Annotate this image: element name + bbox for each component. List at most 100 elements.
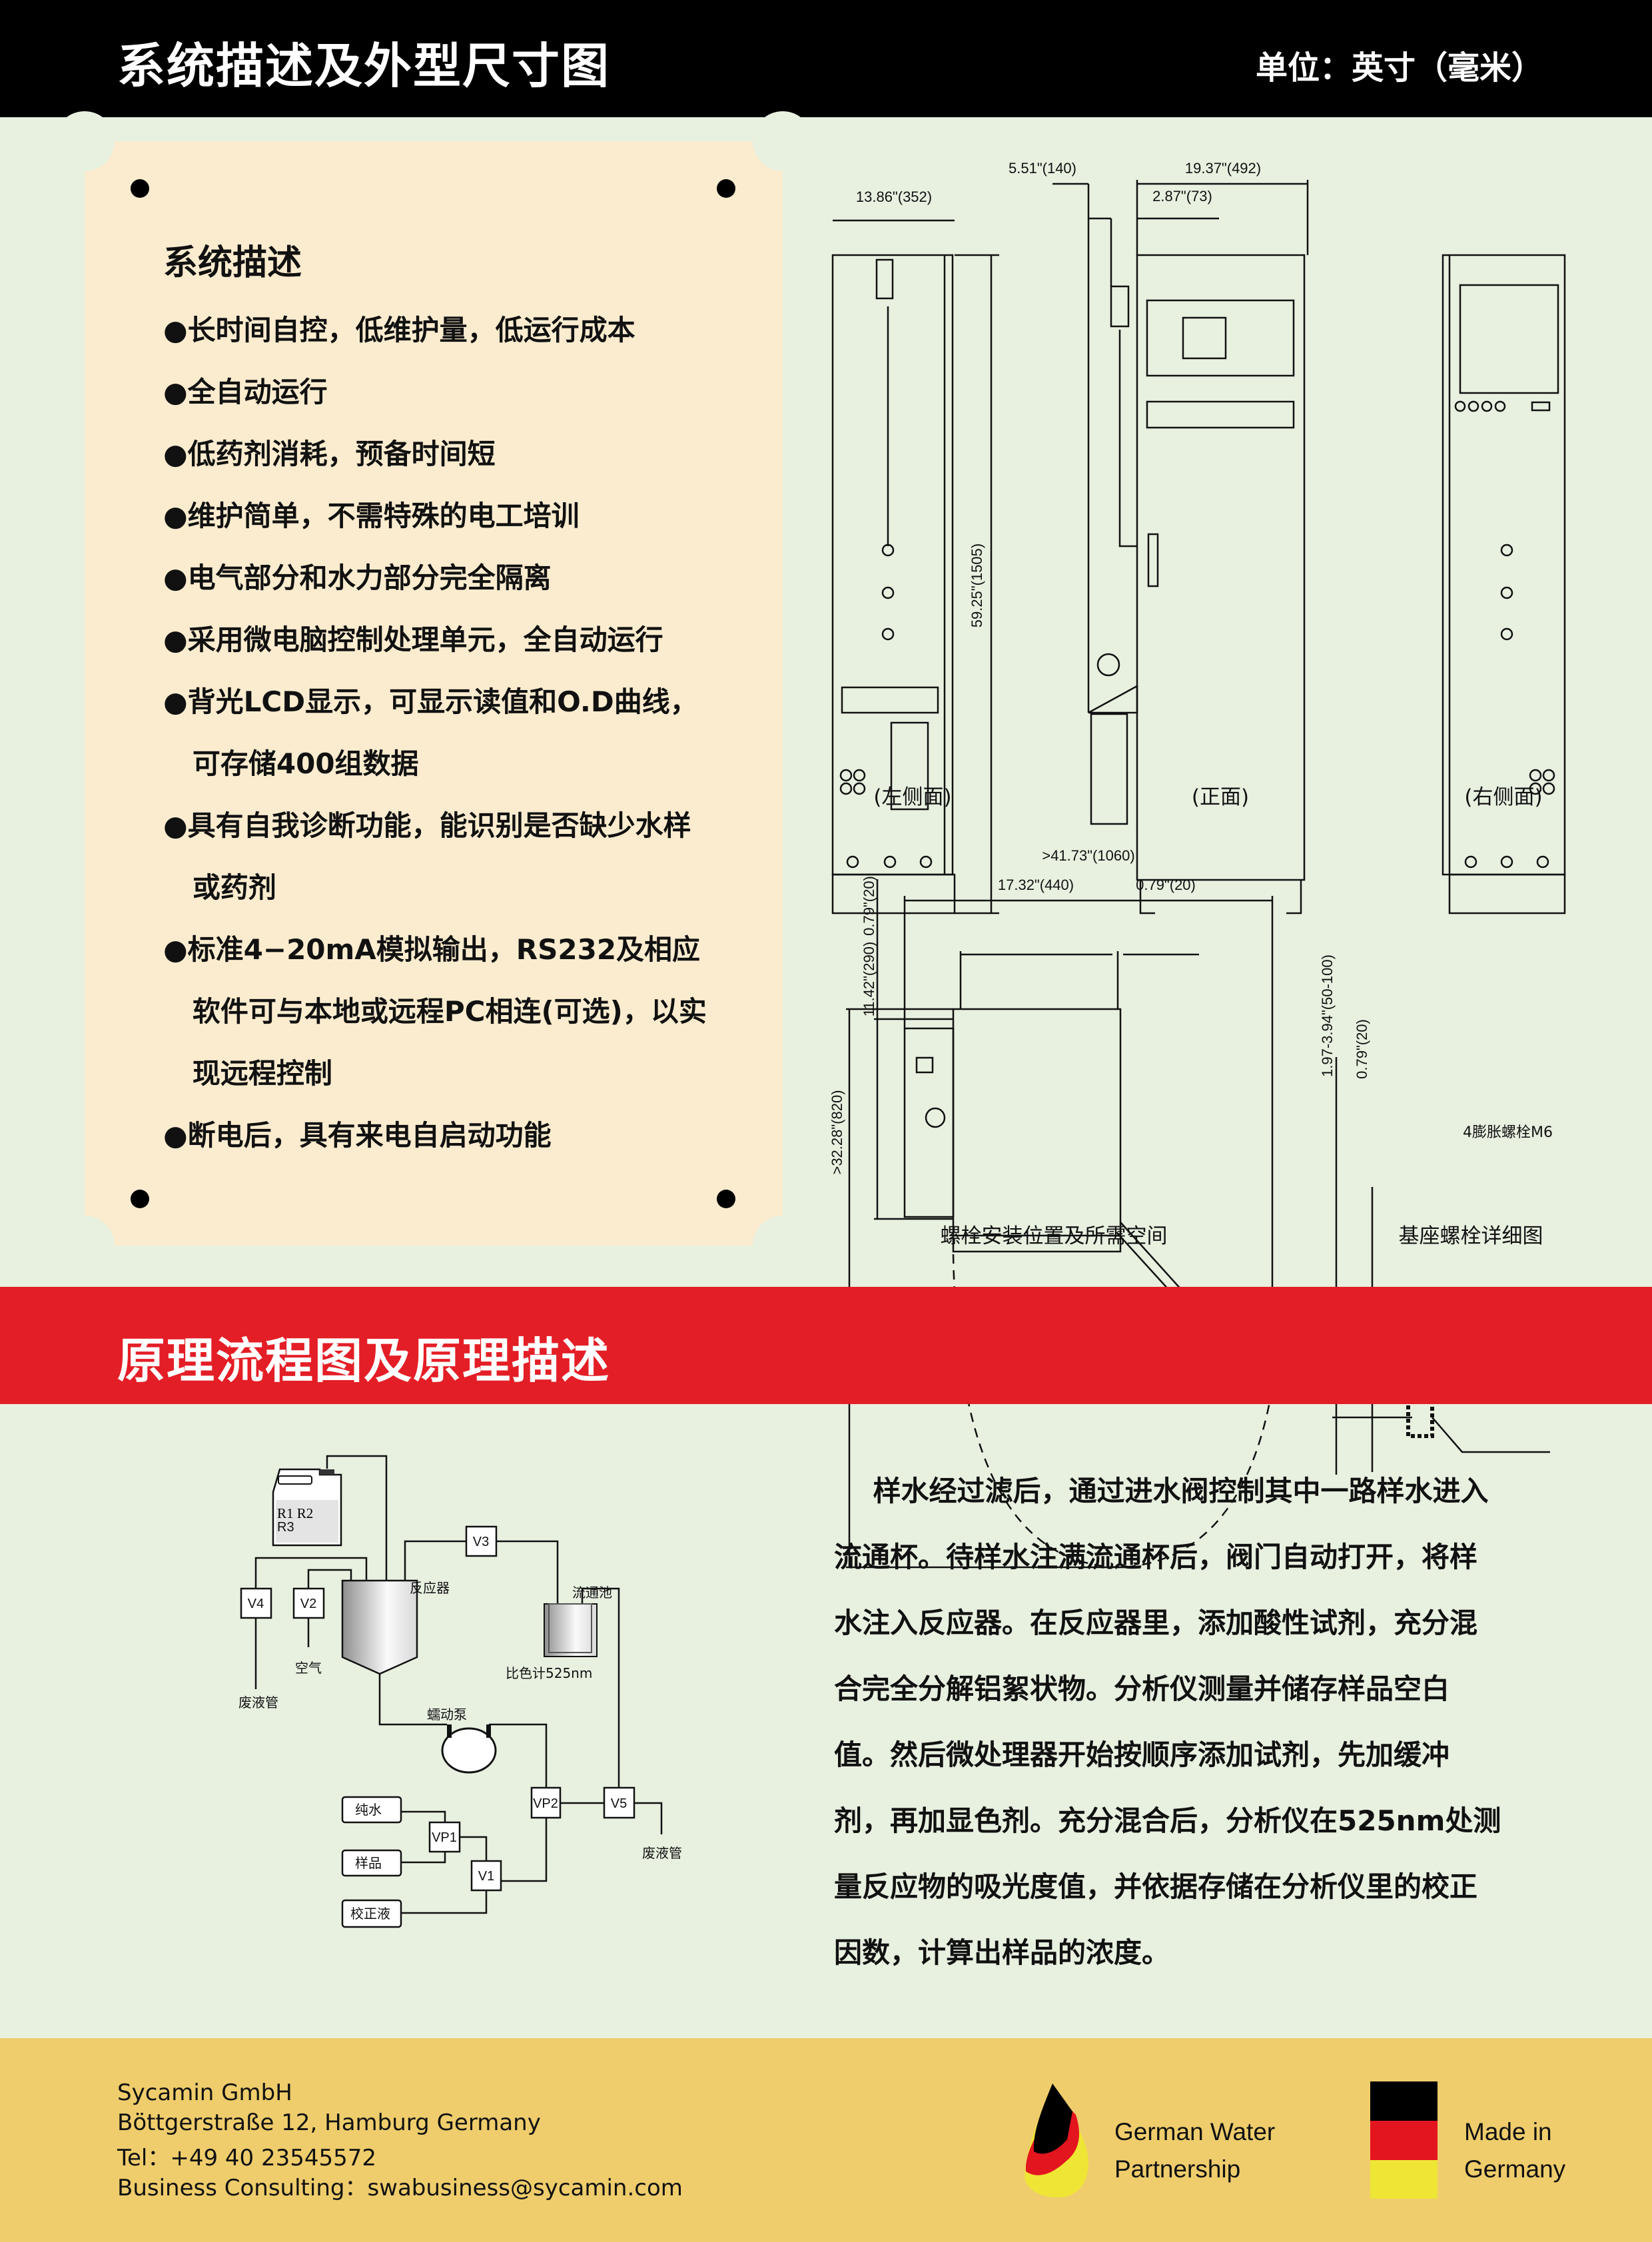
valve-v4	[240, 1587, 272, 1619]
valve-label: V4	[248, 1597, 264, 1611]
flow-cell-label: 流通池	[572, 1585, 612, 1601]
germany-flag-icon	[1370, 2081, 1438, 2199]
principle-line: 剂，再加显色剂。充分混合后，分析仪在525nm处测	[834, 1804, 1501, 1837]
feature-line: ●标准4−20mA模拟输出，RS232及相应	[163, 933, 701, 966]
dim-swing: >32.28"(820)	[829, 1090, 845, 1174]
reagent-label: R3	[277, 1520, 294, 1535]
company-phone: Tel：+49 40 23545572	[117, 2145, 377, 2171]
dim-bolt-top: 0.79"(20)	[1354, 1019, 1370, 1079]
dim-height: 59.25"(1505)	[969, 544, 985, 627]
valve-vp1	[428, 1821, 461, 1853]
section-title: 原理流程图及原理描述	[117, 1333, 611, 1389]
feature-line: ●背光LCD显示，可显示读值和O.D曲线，	[163, 685, 698, 718]
sample-source	[341, 1849, 402, 1877]
decorative-dot	[717, 179, 735, 198]
feature-line: ●长时间自控，低维护量，低运行成本	[163, 314, 635, 346]
view-label-left: (左侧面)	[873, 785, 951, 809]
caption-base: 基座螺栓详细图	[1399, 1224, 1543, 1248]
valve-label: VP2	[533, 1796, 558, 1811]
panel-notch	[55, 1216, 115, 1276]
view-label-front: (正面)	[1192, 785, 1249, 809]
made-in-text: Made in	[1464, 2118, 1552, 2145]
made-in-text: Germany	[1464, 2155, 1566, 2183]
principle-line: 合完全分解铝絮状物。分析仪测量并储存样品空白	[834, 1673, 1450, 1705]
header-bar: 系统描述及外型尺寸图 单位：英寸（毫米）	[0, 0, 1652, 117]
panel-notch	[55, 111, 115, 171]
principle-line: 流通杯。待样水注满流通杯后，阀门自动打开，将样	[834, 1541, 1478, 1573]
feature-line: ●维护简单，不需特殊的电工培训	[163, 500, 580, 532]
valve-label: V5	[611, 1796, 627, 1811]
valve-label: V1	[478, 1869, 494, 1884]
partner-text: German Water	[1114, 2118, 1276, 2145]
front-view	[1052, 180, 1309, 915]
reagent-canister: R1 R2 R3	[272, 1468, 342, 1547]
feature-line: 可存储400组数据	[163, 747, 419, 780]
dim-panel-height: 11.42"(290)	[861, 942, 877, 1017]
feature-line: ●具有自我诊断功能，能识别是否缺少水样	[163, 809, 691, 842]
company-address: Böttgerstraße 12, Hamburg Germany	[117, 2109, 541, 2136]
sample-label: 样品	[355, 1855, 382, 1871]
valve-v5	[603, 1786, 635, 1819]
decorative-dot	[131, 179, 149, 198]
valve-v2	[292, 1587, 325, 1619]
calibration-source	[341, 1899, 402, 1928]
feature-line: ●低药剂消耗，预备时间短	[163, 438, 496, 470]
air-label: 空气	[295, 1660, 322, 1676]
partner-text: Partnership	[1114, 2155, 1241, 2183]
panel-notch	[753, 111, 813, 171]
system-description-heading: 系统描述	[163, 243, 302, 283]
company-name: Sycamin GmbH	[117, 2079, 292, 2106]
bolt-label: 4膨胀螺栓M6	[1463, 1124, 1553, 1141]
principle-line: 水注入反应器。在反应器里，添加酸性试剂，充分混	[834, 1607, 1478, 1639]
panel-notch	[753, 1216, 813, 1276]
valve-label: VP1	[432, 1830, 457, 1845]
principle-line: 样水经过滤后，通过进水阀控制其中一路样水进入	[834, 1475, 1489, 1507]
dim-clearance: >41.73"(1060)	[1042, 847, 1134, 864]
unit-label: 单位：英寸（毫米）	[1256, 49, 1544, 87]
feature-line: ●断电后，具有来电自启动功能	[163, 1119, 552, 1152]
dim-left-width: 13.86"(352)	[856, 188, 932, 205]
principle-line: 量反应物的吸光度值，并依据存储在分析仪里的校正	[834, 1870, 1478, 1903]
flow-cell-icon	[544, 1603, 598, 1657]
reactor-label: 反应器	[410, 1580, 450, 1596]
colorimeter-label: 比色计525nm	[506, 1665, 592, 1681]
feature-line: ●采用微电脑控制处理单元，全自动运行	[163, 623, 663, 656]
feature-line: ●全自动运行	[163, 376, 328, 408]
page-title: 系统描述及外型尺寸图	[117, 38, 611, 94]
feature-line: 现远程控制	[163, 1057, 332, 1090]
section-band: 原理流程图及原理描述	[0, 1287, 1652, 1404]
footer: Sycamin GmbH Böttgerstraße 12, Hamburg G…	[0, 2038, 1652, 2242]
valve-vp2	[530, 1786, 562, 1819]
view-label-right: (右侧面)	[1464, 785, 1542, 809]
principle-line: 值。然后微处理器开始按顺序添加试剂，先加缓冲	[834, 1738, 1450, 1771]
dim-front-side: 5.51"(140)	[1009, 160, 1076, 177]
valve-v1	[470, 1860, 502, 1892]
calibration-label: 校正液	[350, 1906, 390, 1922]
feature-line: ●电气部分和水力部分完全隔离	[163, 561, 552, 594]
reactor-icon	[341, 1579, 418, 1675]
decorative-dot	[717, 1190, 735, 1208]
company-email[interactable]: Business Consulting：swabusiness@sycamin.…	[117, 2175, 683, 2201]
dim-gap-h: 0.79"(20)	[1136, 877, 1196, 893]
valve-label: V2	[300, 1597, 316, 1611]
pure-water-source	[341, 1796, 402, 1824]
dim-front-width: 19.37"(492)	[1185, 160, 1261, 177]
waste-label: 废液管	[238, 1694, 278, 1710]
pump-icon	[441, 1724, 497, 1774]
principle-line: 因数，计算出样品的浓度。	[834, 1936, 1170, 1969]
right-side-view	[1442, 254, 1566, 915]
valve-v3	[465, 1525, 498, 1557]
feature-line: 或药剂	[163, 871, 276, 904]
waste-label: 废液管	[642, 1845, 682, 1861]
pure-water-label: 纯水	[355, 1802, 382, 1818]
dim-bolt-depth: 1.97-3.94"(50-100)	[1319, 954, 1336, 1077]
dim-depth: 17.32"(440)	[998, 877, 1074, 893]
pump-label: 蠕动泵	[427, 1706, 467, 1722]
system-description-panel	[55, 111, 813, 1276]
left-side-view	[831, 219, 999, 915]
feature-line: 软件可与本地或远程PC相连(可选)，以实	[163, 995, 707, 1028]
caption-install: 螺栓安装位置及所需空间	[941, 1224, 1168, 1248]
dim-front-offset: 2.87"(73)	[1152, 188, 1212, 204]
valve-label: V3	[473, 1535, 489, 1549]
